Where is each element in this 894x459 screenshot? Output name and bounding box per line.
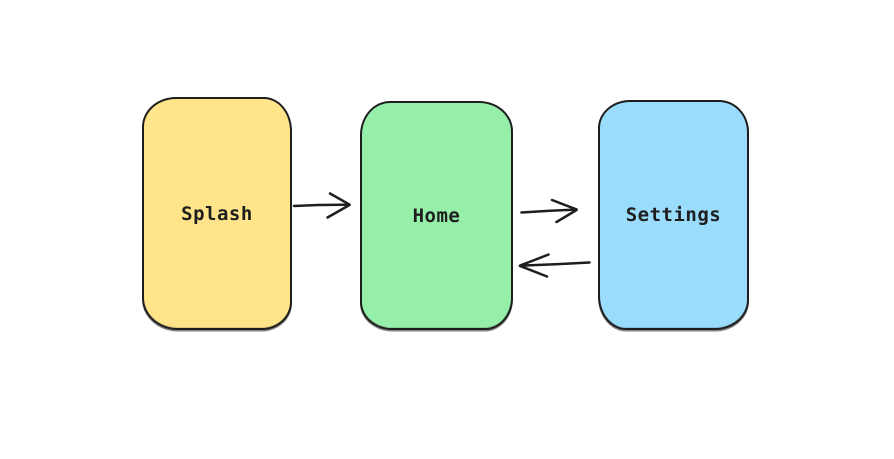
arrow-settings-to-home-icon[interactable] bbox=[518, 253, 591, 278]
arrow-splash-to-home-icon[interactable] bbox=[292, 192, 351, 219]
node-settings-label: Settings bbox=[625, 204, 722, 226]
node-settings[interactable]: Settings bbox=[598, 100, 749, 330]
node-home-label: Home bbox=[412, 204, 461, 227]
node-splash[interactable]: Splash bbox=[142, 97, 292, 330]
node-splash-label: Splash bbox=[181, 202, 253, 225]
arrow-home-to-settings-icon[interactable] bbox=[520, 198, 578, 224]
node-home[interactable]: Home bbox=[360, 101, 513, 330]
